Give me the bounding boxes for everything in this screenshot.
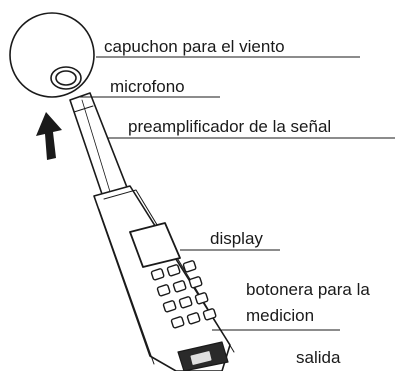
label-preamplifier: preamplificador de la señal [128,117,332,136]
label-display: display [210,229,263,248]
keypad-buttons [150,260,217,329]
windscreen-ball [9,12,95,98]
label-windscreen: capuchon para el viento [104,37,285,56]
label-output: salida [296,348,341,367]
preamplifier-tube [69,92,129,201]
meter-body [93,185,231,371]
display-screen [129,222,181,268]
direction-arrow [36,112,62,160]
label-microphone: microfono [110,77,185,96]
label-keypad-line1: botonera para la [246,280,370,299]
label-keypad-line2: medicion [246,306,315,325]
